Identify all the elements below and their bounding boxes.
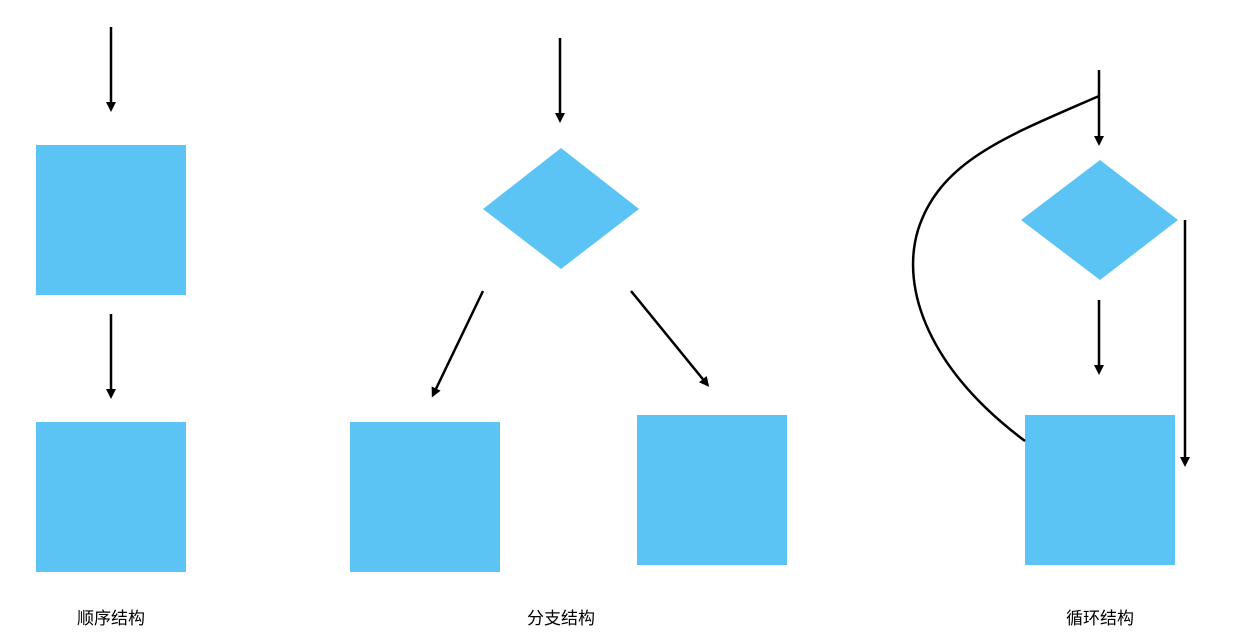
branch-diagram	[350, 38, 787, 572]
sequence-diagram	[36, 27, 186, 572]
loop-back-curve	[911, 94, 1100, 443]
loop-diagram	[911, 70, 1190, 565]
loop-decision-diamond	[1021, 160, 1178, 280]
sequence-structure-label: 顺序结构	[77, 609, 145, 629]
arrow-branch-left	[431, 290, 485, 398]
loop-structure-label: 循环结构	[1066, 609, 1134, 629]
branch-process-box-left	[350, 422, 500, 572]
loop-process-box	[1025, 415, 1175, 565]
sequence-process-box-1	[36, 145, 186, 295]
branch-structure-label: 分支结构	[527, 609, 595, 629]
branch-decision-diamond	[483, 148, 639, 269]
arrow-branch-right	[630, 290, 710, 387]
sequence-process-box-2	[36, 422, 186, 572]
branch-process-box-right	[637, 415, 787, 565]
